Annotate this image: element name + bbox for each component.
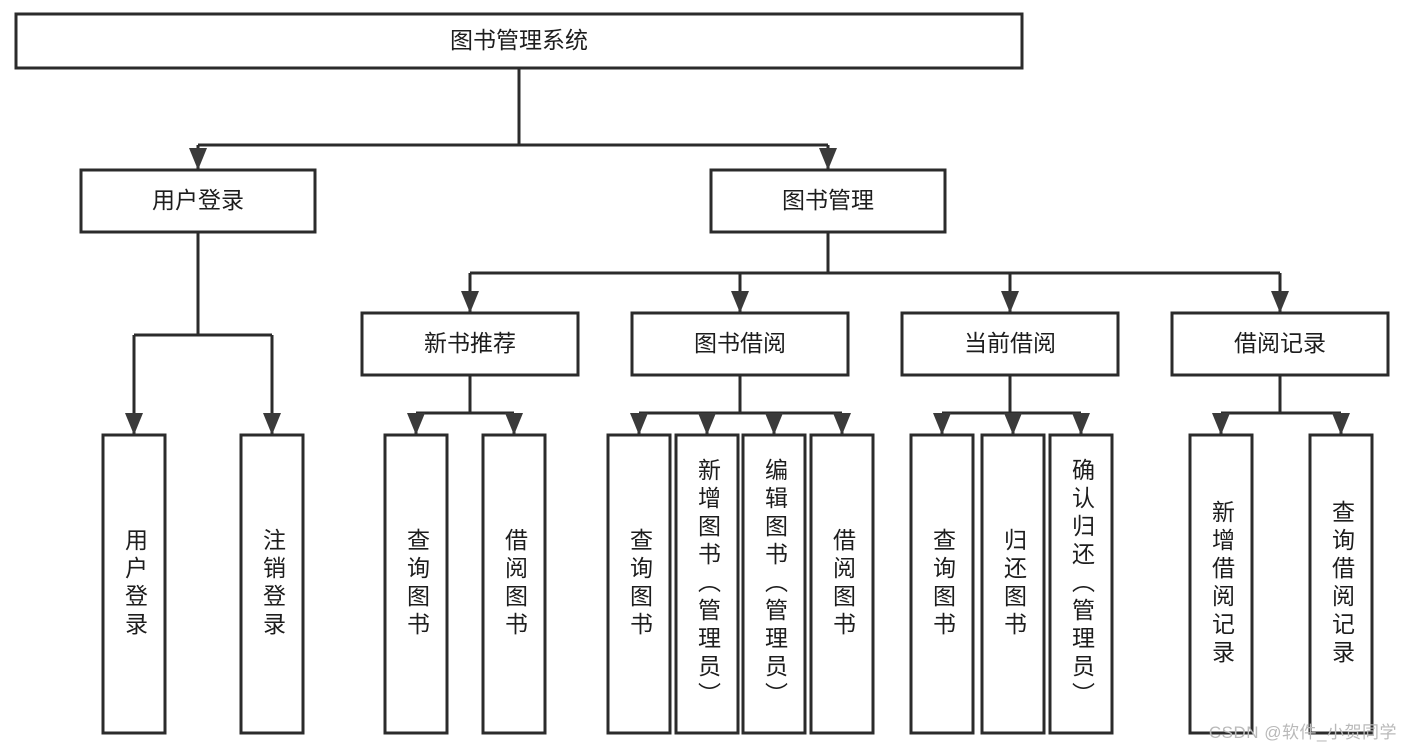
arrow-head-leaf-6 (765, 413, 783, 435)
node-level2-label-3: 借阅记录 (1234, 330, 1326, 356)
node-leaf-8[interactable] (909, 433, 975, 735)
arrow-head-leaf-8 (933, 413, 951, 435)
arrow-head-level2-1 (731, 291, 749, 313)
node-root-label: 图书管理系统 (450, 27, 588, 53)
node-level2-0[interactable] (360, 311, 580, 377)
node-root[interactable] (14, 12, 1024, 70)
node-leaf-12[interactable] (1308, 433, 1374, 735)
arrow-head-level1-0 (189, 148, 207, 170)
arrow-head-level2-0 (461, 291, 479, 313)
node-level2-label-1: 图书借阅 (694, 330, 786, 356)
connector-layer (125, 68, 1350, 435)
node-leaf-11[interactable] (1188, 433, 1254, 735)
arrow-head-leaf-0 (125, 413, 143, 435)
arrow-head-leaf-10 (1072, 413, 1090, 435)
node-leaf-9[interactable] (980, 433, 1046, 735)
arrow-head-leaf-11 (1212, 413, 1230, 435)
arrow-head-leaf-12 (1332, 413, 1350, 435)
node-leaf-10[interactable] (1048, 433, 1114, 735)
node-level1-0[interactable] (79, 168, 317, 234)
csdn-watermark: CSDN @软件_小贺同学 (1208, 723, 1397, 742)
arrow-head-leaf-3 (505, 413, 523, 435)
arrow-head-level2-3 (1271, 291, 1289, 313)
arrow-head-level1-1 (819, 148, 837, 170)
arrow-head-leaf-4 (630, 413, 648, 435)
node-leaf-4[interactable] (606, 433, 672, 735)
arrow-head-level2-2 (1001, 291, 1019, 313)
node-leaf-0[interactable] (101, 433, 167, 735)
node-level2-label-0: 新书推荐 (424, 330, 516, 356)
node-level1-1[interactable] (709, 168, 947, 234)
arrow-head-leaf-1 (263, 413, 281, 435)
node-level2-2[interactable] (900, 311, 1120, 377)
node-level2-3[interactable] (1170, 311, 1390, 377)
node-leaf-3[interactable] (481, 433, 547, 735)
arrow-head-leaf-9 (1004, 413, 1022, 435)
arrow-head-leaf-5 (698, 413, 716, 435)
node-leaf-6[interactable] (741, 433, 807, 735)
node-level2-1[interactable] (630, 311, 850, 377)
node-leaf-7[interactable] (809, 433, 875, 735)
arrow-head-leaf-7 (833, 413, 851, 435)
node-level1-label-1: 图书管理 (782, 187, 874, 213)
node-level1-label-0: 用户登录 (152, 187, 244, 213)
node-leaf-2[interactable] (383, 433, 449, 735)
node-level2-label-2: 当前借阅 (964, 330, 1056, 356)
node-leaf-1[interactable] (239, 433, 305, 735)
arrow-head-leaf-2 (407, 413, 425, 435)
node-leaf-5[interactable] (674, 433, 740, 735)
